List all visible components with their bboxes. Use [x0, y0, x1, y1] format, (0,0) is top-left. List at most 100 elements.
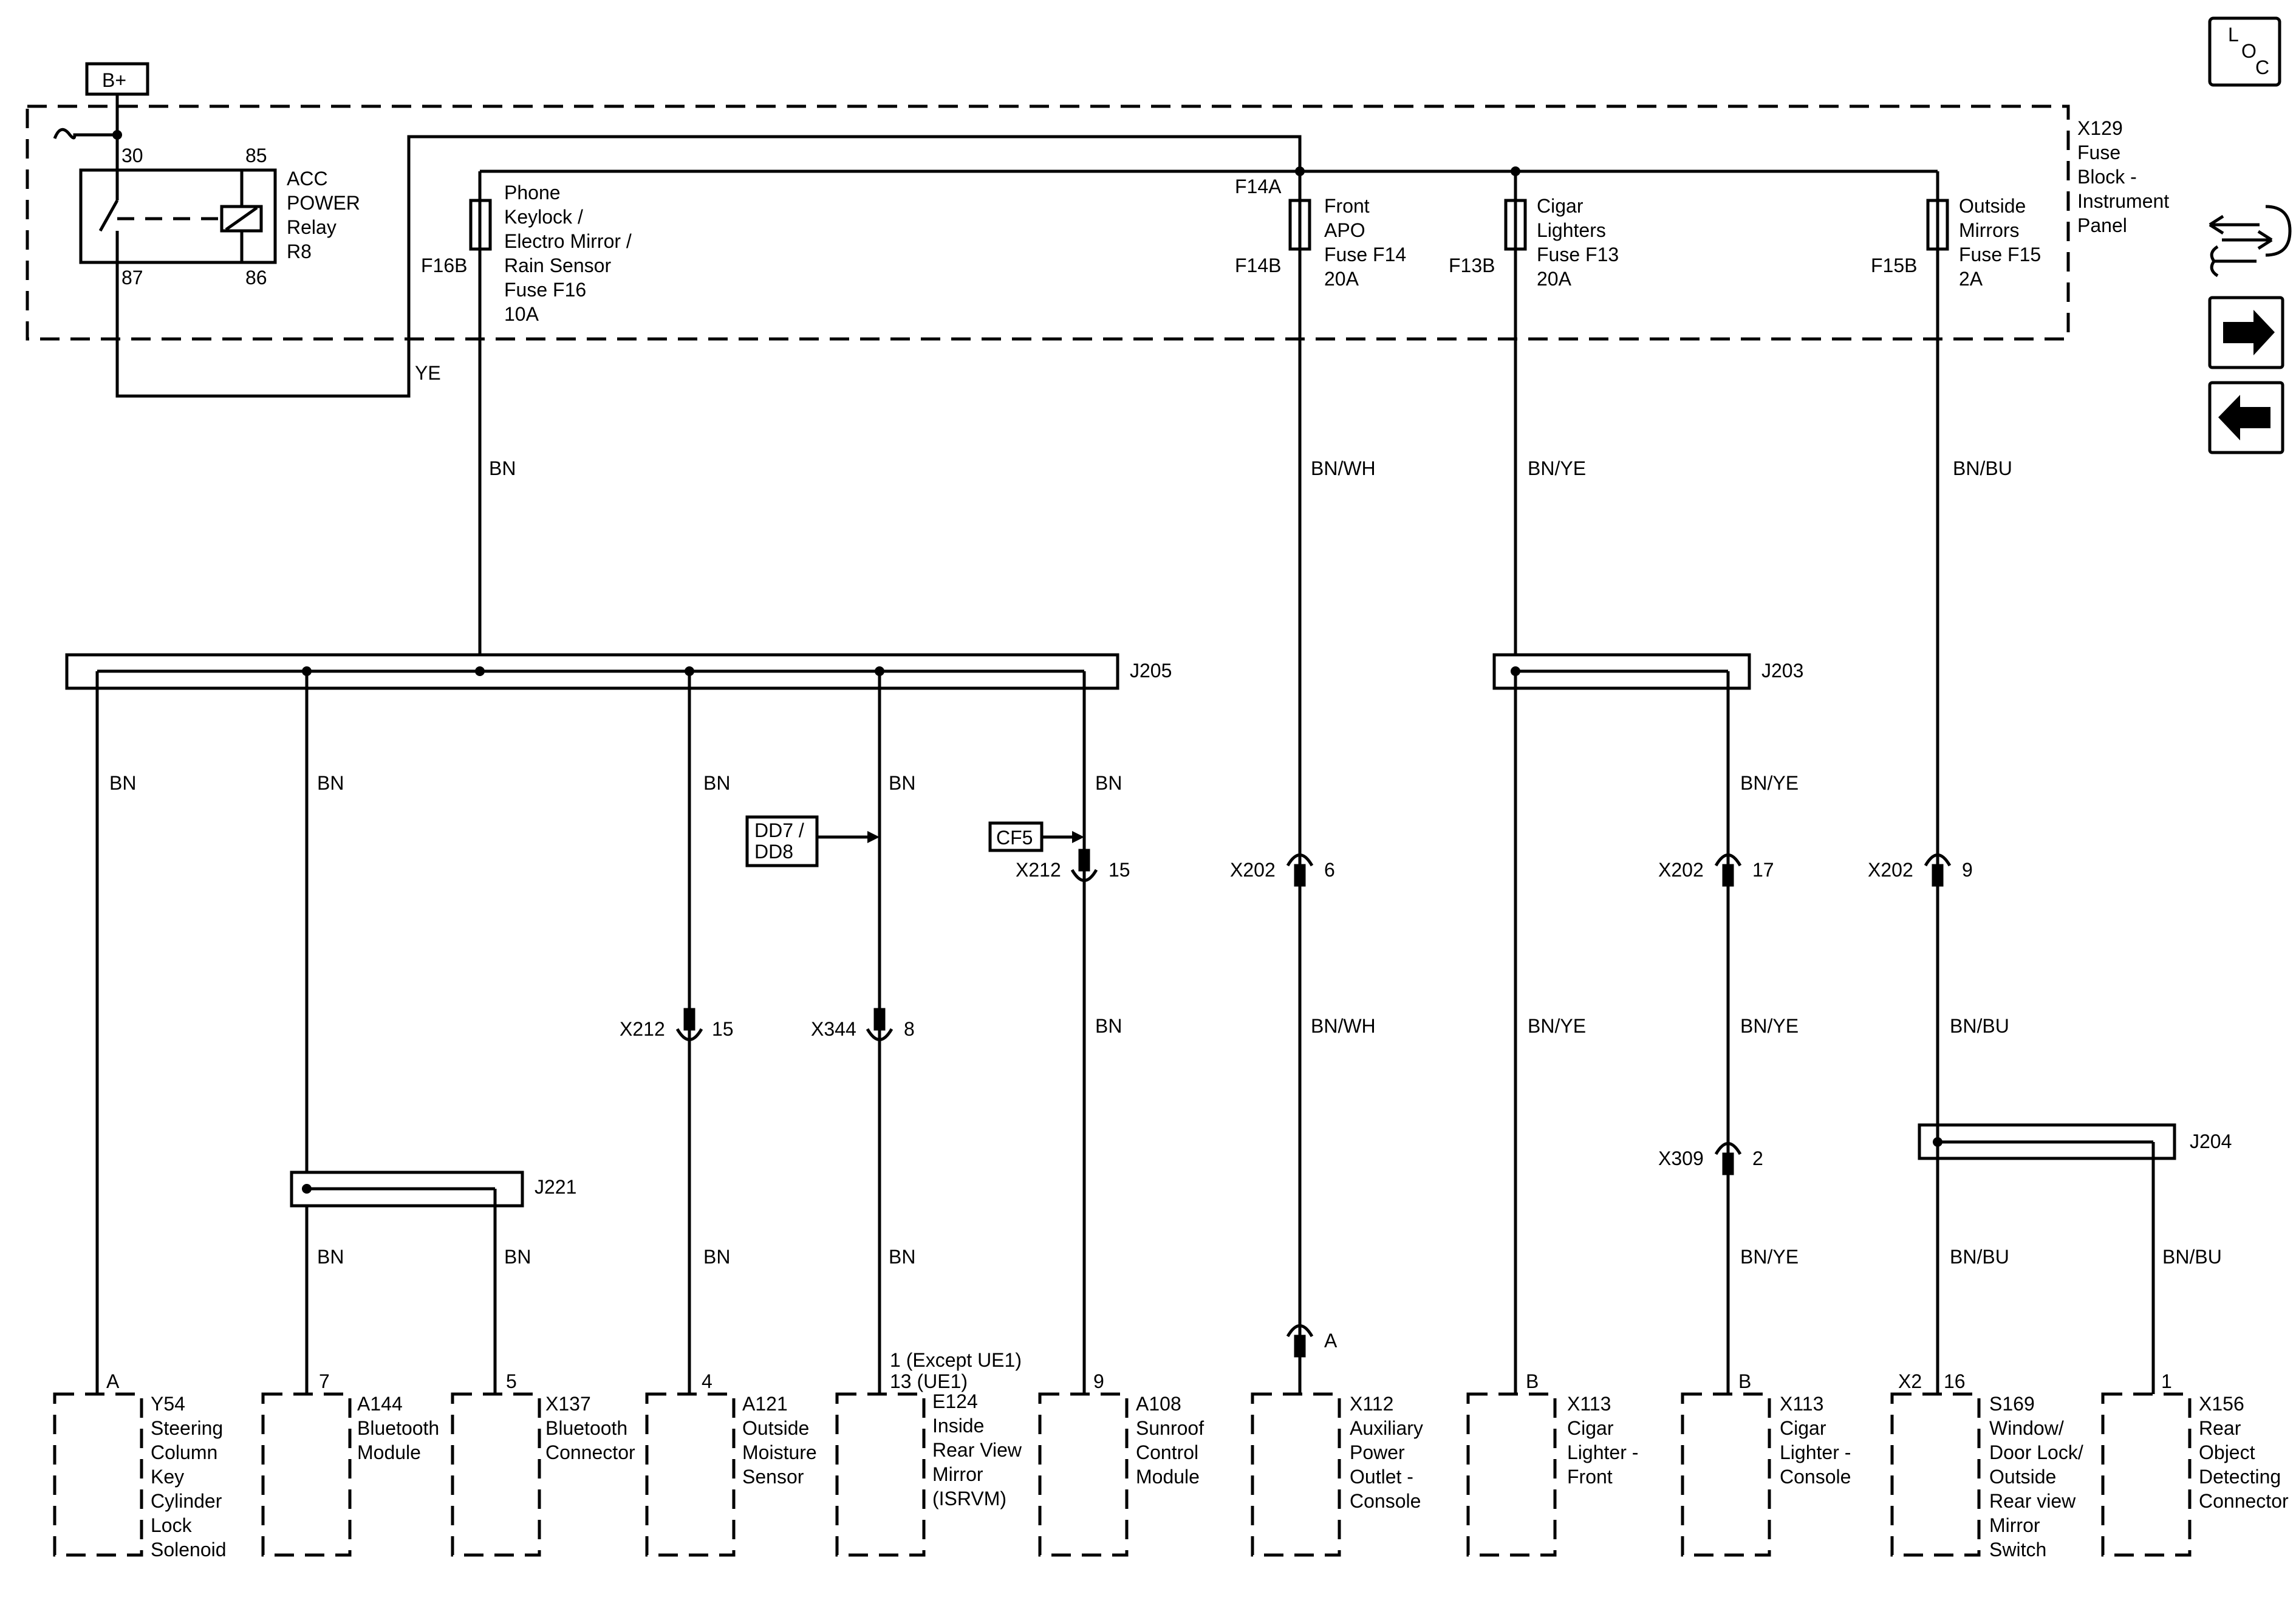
component-y54[interactable]: A Y54 Steering Column Key Cylinder Lock …	[53, 1370, 227, 1561]
fuse-f14: F14A F14B Front APO Fuse F14 20A	[1235, 176, 1406, 290]
svg-text:(ISRVM): (ISRVM)	[932, 1488, 1006, 1509]
svg-text:Fuse F16: Fuse F16	[504, 279, 586, 301]
component-x113-console[interactable]: B X113 Cigar Lighter - Console	[1681, 1370, 1851, 1557]
component-s169[interactable]: X2 16 S169 Window/ Door Lock/ Outside Re…	[1890, 1370, 2083, 1561]
component-x137[interactable]: 5 X137 Bluetooth Connector	[451, 1370, 635, 1557]
svg-text:Outside: Outside	[1959, 195, 2026, 217]
svg-text:A144: A144	[357, 1393, 403, 1415]
svg-text:4: 4	[702, 1370, 712, 1392]
svg-text:Cigar: Cigar	[1537, 195, 1584, 217]
wire-label-bn-a144-2: BN	[317, 1246, 344, 1268]
svg-text:Module: Module	[357, 1441, 421, 1463]
splice-j203: J203	[1492, 653, 1803, 690]
wire-label-bn-a108-2: BN	[1095, 1015, 1122, 1037]
wire-label-bn-a121: BN	[703, 772, 730, 794]
svg-text:X309: X309	[1658, 1147, 1704, 1169]
svg-text:CF5: CF5	[996, 827, 1033, 849]
svg-text:X202: X202	[1230, 859, 1276, 881]
connector-x309-2: X309 2	[1658, 1142, 1763, 1175]
svg-text:Front: Front	[1567, 1466, 1613, 1488]
loc-label-l: L	[2228, 24, 2239, 46]
svg-text:Sensor: Sensor	[742, 1466, 804, 1488]
ref-dd7-dd8[interactable]: DD7 / DD8	[745, 815, 880, 867]
component-a144[interactable]: 7 A144 Bluetooth Module	[261, 1370, 439, 1557]
svg-text:Cylinder: Cylinder	[151, 1490, 222, 1512]
svg-text:Connector: Connector	[545, 1441, 635, 1463]
svg-text:Console: Console	[1350, 1490, 1421, 1512]
svg-text:X212: X212	[620, 1018, 665, 1040]
svg-text:ACC: ACC	[287, 168, 328, 190]
svg-text:Window/: Window/	[1989, 1417, 2064, 1439]
svg-text:Detecting: Detecting	[2199, 1466, 2281, 1488]
svg-text:X212: X212	[1016, 859, 1061, 881]
fuse-f15: F15B Outside Mirrors Fuse F15 2A	[1871, 171, 2041, 290]
svg-text:A: A	[1324, 1330, 1338, 1352]
relay-pin-86: 86	[245, 267, 267, 289]
svg-text:Rear View: Rear View	[932, 1439, 1022, 1461]
component-e124[interactable]: 1 (Except UE1) 13 (UE1) E124 Inside Rear…	[835, 1349, 1022, 1557]
svg-text:J221: J221	[535, 1176, 576, 1198]
svg-text:F14A: F14A	[1235, 176, 1282, 197]
svg-text:Electro Mirror /: Electro Mirror /	[504, 230, 632, 252]
svg-text:Object: Object	[2199, 1441, 2255, 1463]
svg-text:10A: 10A	[504, 303, 539, 325]
connector-x344-8: X344 8	[811, 1008, 915, 1041]
svg-text:DD8: DD8	[754, 841, 793, 863]
svg-text:F16B: F16B	[421, 255, 467, 276]
svg-text:16: 16	[1944, 1370, 1966, 1392]
component-x112[interactable]: X112 Auxiliary Power Outlet - Console	[1251, 1392, 1423, 1557]
svg-text:17: 17	[1752, 859, 1774, 881]
svg-text:X156: X156	[2199, 1393, 2244, 1415]
svg-text:E124: E124	[932, 1390, 978, 1412]
svg-text:Auxiliary: Auxiliary	[1350, 1417, 1423, 1439]
previous-page-button[interactable]	[2208, 381, 2284, 454]
svg-text:APO: APO	[1324, 219, 1365, 241]
connector-x112-a: A	[1286, 1324, 1338, 1358]
wire-label-bn-a121-2: BN	[703, 1246, 730, 1268]
ref-cf5[interactable]: CF5	[988, 821, 1084, 852]
svg-text:Connector: Connector	[2199, 1490, 2289, 1512]
svg-text:A: A	[106, 1370, 120, 1392]
svg-text:X2: X2	[1898, 1370, 1922, 1392]
svg-text:B: B	[1526, 1370, 1539, 1392]
svg-text:F13B: F13B	[1449, 255, 1495, 276]
loc-button[interactable]: L O C	[2208, 16, 2281, 87]
connector-view-icon[interactable]	[2209, 205, 2292, 278]
svg-text:Key: Key	[151, 1466, 184, 1488]
svg-text:9: 9	[1962, 859, 1973, 881]
svg-text:J204: J204	[2190, 1130, 2232, 1152]
fuse-block-label-3: Block -	[2077, 166, 2137, 188]
wire-label-bn-a144: BN	[317, 772, 344, 794]
svg-text:J205: J205	[1130, 660, 1172, 682]
svg-text:Front: Front	[1324, 195, 1370, 217]
relay-pin-87: 87	[121, 267, 143, 289]
wire-label-bn-a108: BN	[1095, 772, 1122, 794]
svg-text:Moisture: Moisture	[742, 1441, 817, 1463]
arrow-left-icon	[2218, 395, 2270, 440]
loc-label-o: O	[2241, 40, 2257, 62]
wire-label-bn-wh-2: BN/WH	[1311, 1015, 1376, 1037]
svg-text:X113: X113	[1567, 1393, 1611, 1415]
svg-text:Fuse F13: Fuse F13	[1537, 244, 1619, 265]
svg-text:Phone: Phone	[504, 182, 561, 203]
next-page-button[interactable]	[2208, 296, 2284, 369]
component-a121[interactable]: 4 A121 Outside Moisture Sensor	[645, 1370, 817, 1557]
svg-text:2: 2	[1752, 1147, 1763, 1169]
component-x156[interactable]: 1 X156 Rear Object Detecting Connector	[2101, 1370, 2289, 1557]
component-a108[interactable]: 9 A108 Sunroof Control Module	[1038, 1370, 1204, 1557]
component-x113-front[interactable]: B X113 Cigar Lighter - Front	[1466, 1370, 1638, 1557]
wire-label-bn-e124-2: BN	[889, 1246, 915, 1268]
svg-text:Rain Sensor: Rain Sensor	[504, 255, 611, 276]
svg-text:Fuse F15: Fuse F15	[1959, 244, 2041, 265]
connector-x212-15-lower: X212 15	[620, 1008, 734, 1041]
svg-text:7: 7	[319, 1370, 330, 1392]
svg-text:Bluetooth: Bluetooth	[545, 1417, 627, 1439]
svg-text:Outside: Outside	[742, 1417, 809, 1439]
svg-text:Sunroof: Sunroof	[1136, 1417, 1204, 1439]
connector-x202-9: X202 9	[1868, 853, 1973, 887]
svg-text:Relay: Relay	[287, 216, 337, 238]
fuse-f13: F13B Cigar Lighters Fuse F13 20A	[1449, 171, 1619, 290]
fuse-block-label-5: Panel	[2077, 214, 2127, 236]
svg-text:Inside: Inside	[932, 1415, 984, 1437]
svg-text:Lighter -: Lighter -	[1780, 1441, 1851, 1463]
